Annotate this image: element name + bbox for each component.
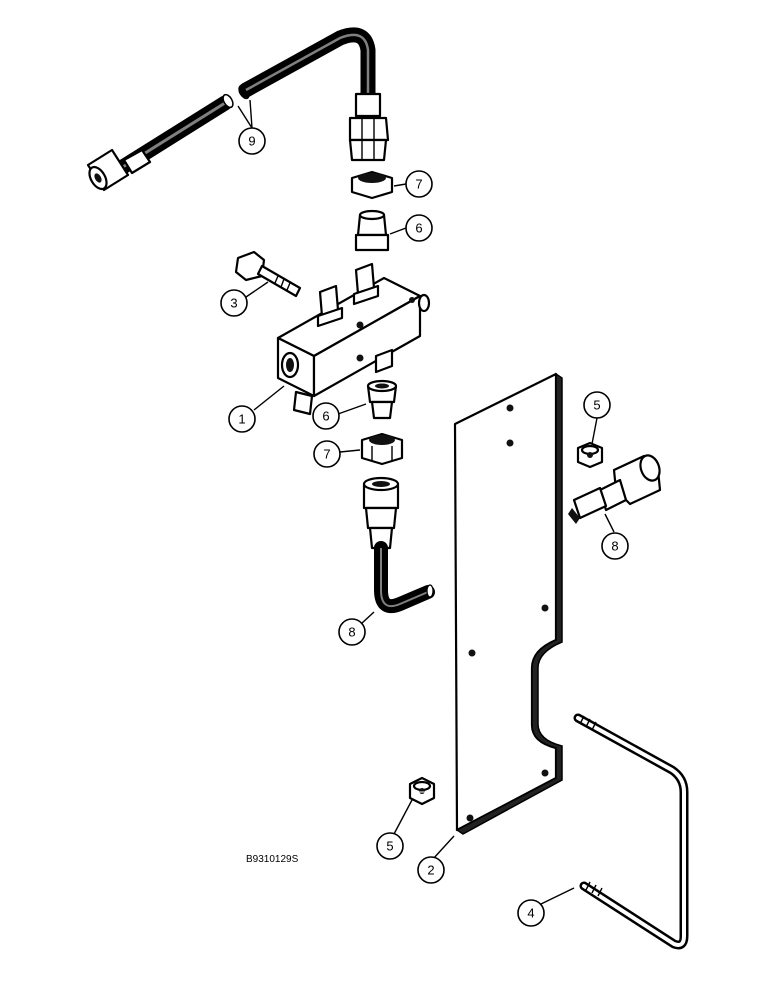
svg-text:7: 7	[323, 447, 330, 462]
callout-2: 2	[417, 856, 445, 884]
elbow-fitting-8	[568, 454, 662, 524]
svg-text:6: 6	[322, 409, 329, 424]
nut-7-lower	[360, 432, 404, 466]
bolt-3	[234, 250, 302, 298]
hose-8-lower	[362, 476, 435, 614]
svg-text:2: 2	[427, 863, 434, 878]
svg-text:3: 3	[230, 296, 237, 311]
nut-5-lower	[408, 776, 436, 806]
callout-8-right: 8	[601, 532, 629, 560]
mounting-plate-2	[453, 372, 563, 835]
svg-text:1: 1	[238, 412, 245, 427]
callout-6-upper: 6	[405, 214, 433, 242]
callout-3: 3	[220, 289, 248, 317]
callout-7-upper: 7	[405, 170, 433, 198]
callout-8-lower: 8	[338, 618, 366, 646]
svg-text:6: 6	[415, 221, 422, 236]
svg-text:8: 8	[611, 539, 618, 554]
hose-assembly-9	[86, 27, 390, 192]
callout-5-lower: 5	[376, 832, 404, 860]
callout-9: 9	[238, 127, 266, 155]
svg-text:9: 9	[248, 134, 255, 149]
valve-block-1	[276, 262, 431, 416]
svg-text:5: 5	[386, 839, 393, 854]
svg-text:5: 5	[593, 398, 600, 413]
svg-text:4: 4	[527, 906, 534, 921]
u-bolt-4	[573, 713, 689, 950]
drawing-code: B9310129S	[246, 854, 299, 865]
callout-4: 4	[517, 899, 545, 927]
svg-text:7: 7	[415, 177, 422, 192]
fitting-6-upper	[354, 209, 390, 252]
callout-7-lower: 7	[313, 440, 341, 468]
nut-5-upper	[576, 441, 604, 469]
callout-1: 1	[228, 405, 256, 433]
callout-6-lower: 6	[312, 402, 340, 430]
svg-text:8: 8	[348, 625, 355, 640]
nut-7-upper	[350, 170, 394, 200]
leader-lines	[237, 99, 615, 905]
callout-5-upper: 5	[583, 391, 611, 419]
fitting-6-lower	[366, 379, 398, 420]
